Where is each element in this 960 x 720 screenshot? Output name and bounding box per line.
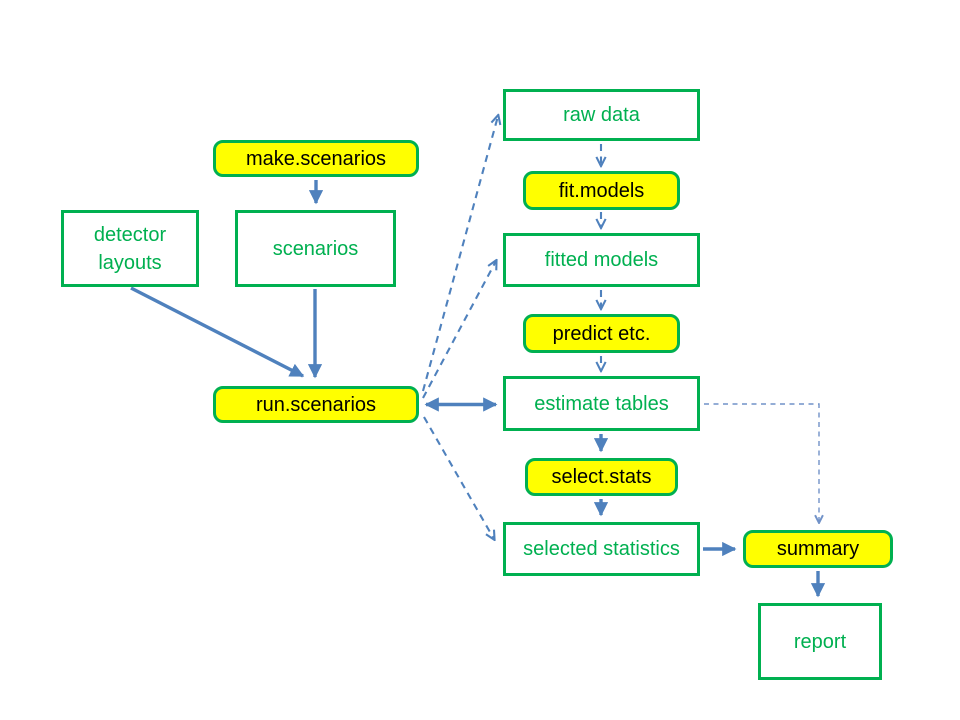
- node-label: summary: [776, 538, 860, 560]
- node-fit-models: fit.models: [523, 171, 680, 210]
- node-label: detector layouts: [93, 223, 167, 274]
- node-fitted-models: fitted models: [503, 233, 700, 287]
- node-label: report: [793, 630, 847, 653]
- node-run-scenarios: run.scenarios: [213, 386, 419, 423]
- edge-detector-layouts-to-run-scenarios: [130, 286, 305, 378]
- edge-run-scenarios-to-selected-statistics: [423, 416, 494, 539]
- node-scenarios: scenarios: [235, 210, 396, 287]
- node-report: report: [758, 603, 882, 680]
- node-label: raw data: [563, 104, 640, 126]
- node-label: select.stats: [551, 466, 652, 488]
- node-label: make.scenarios: [245, 147, 387, 170]
- node-selected-statistics: selected statistics: [503, 522, 700, 576]
- node-label: fitted models: [544, 249, 659, 271]
- edge-run-scenarios-to-raw-data: [421, 116, 498, 392]
- node-estimate-tables: estimate tables: [503, 376, 700, 431]
- node-label: predict etc.: [552, 322, 651, 345]
- node-summary: summary: [743, 530, 893, 568]
- node-label: fit.models: [558, 179, 645, 202]
- edge-run-scenarios-to-fitted-models: [422, 261, 496, 399]
- node-label: estimate tables: [534, 392, 669, 415]
- node-predict-etc: predict etc.: [523, 314, 680, 353]
- node-label: selected statistics: [523, 538, 680, 560]
- edge-estimate-tables-to-summary: [704, 403, 819, 522]
- node-select-stats: select.stats: [525, 458, 678, 496]
- node-make-scenarios: make.scenarios: [213, 140, 419, 177]
- node-raw-data: raw data: [503, 89, 700, 141]
- node-detector-layouts: detector layouts: [61, 210, 199, 287]
- node-label: run.scenarios: [255, 393, 377, 416]
- node-label: scenarios: [272, 237, 359, 260]
